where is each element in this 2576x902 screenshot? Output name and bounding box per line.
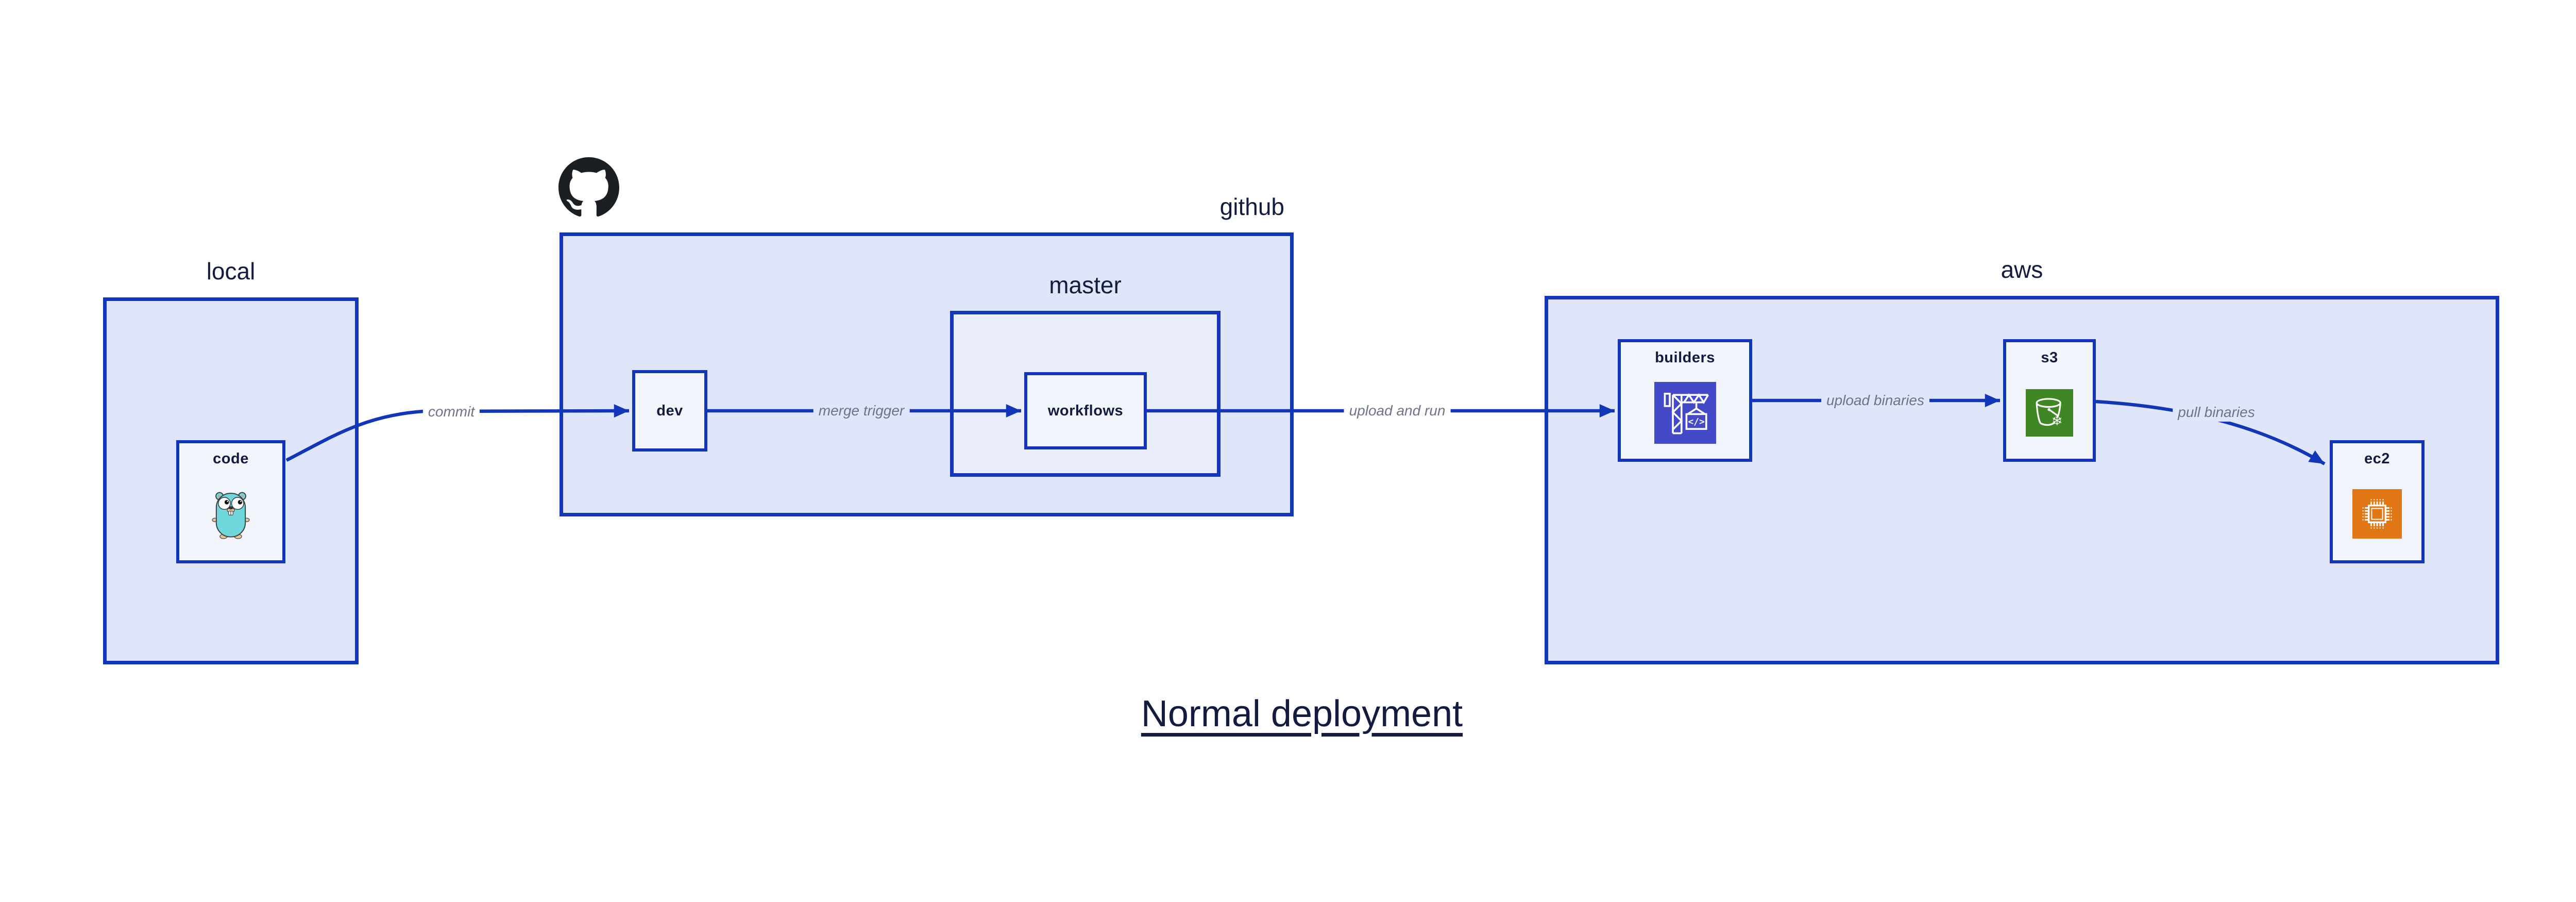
edge-label-merge-trigger: merge trigger <box>813 402 910 420</box>
node-ec2: ec2 <box>2330 440 2425 563</box>
node-s3-label: s3 <box>2041 349 2058 366</box>
edge-commit <box>285 404 630 462</box>
codebuild-code-glyph: </> <box>1688 416 1705 427</box>
s3-glacier-bucket-icon: ❄ <box>2026 366 2073 459</box>
snowflake-glyph: ❄ <box>2052 413 2063 428</box>
node-workflows: workflows <box>1024 372 1147 449</box>
node-builders-label: builders <box>1655 349 1715 366</box>
node-dev-label: dev <box>656 402 683 419</box>
node-workflows-label: workflows <box>1047 402 1124 419</box>
edge-label-pull-binaries: pull binaries <box>2173 403 2260 422</box>
node-builders: builders </> <box>1618 339 1752 462</box>
github-octocat-icon <box>558 157 619 218</box>
go-gopher-icon <box>209 467 253 560</box>
local-container-title: local <box>206 258 256 285</box>
node-s3: s3 ❄ <box>2003 339 2096 462</box>
ec2-chip-icon <box>2352 467 2402 560</box>
diagram-title: Normal deployment <box>1141 693 1463 734</box>
node-code-label: code <box>213 450 249 467</box>
github-container-title: github <box>1219 193 1284 220</box>
node-code: code <box>176 440 285 563</box>
aws-container-title: aws <box>2001 256 2043 283</box>
node-ec2-label: ec2 <box>2364 450 2390 467</box>
edge-label-upload-binaries: upload binaries <box>1821 391 1929 410</box>
codebuild-crane-icon: </> <box>1654 366 1716 459</box>
node-dev: dev <box>632 370 707 452</box>
edge-label-commit: commit <box>422 403 480 421</box>
master-container-title: master <box>1049 272 1122 298</box>
edge-label-upload-and-run: upload and run <box>1344 402 1451 420</box>
